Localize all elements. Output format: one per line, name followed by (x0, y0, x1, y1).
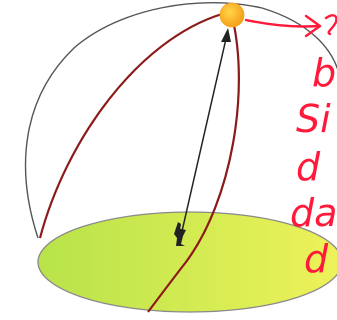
meridian-arc (38, 12, 223, 239)
sightline-arrow (177, 28, 231, 242)
sun-path-arc (147, 15, 240, 313)
annotation-line-3: Si (296, 97, 331, 141)
annotation-text: b Si d da d (290, 51, 337, 281)
annotation-line-4: d (296, 145, 321, 189)
annotation-arrow (244, 14, 337, 38)
observer-figure-icon (174, 222, 185, 246)
annotation-line-2: b (312, 51, 336, 95)
horizon-plane (37, 211, 337, 313)
sun-icon (219, 2, 245, 28)
celestial-sphere-outline (24, 2, 337, 239)
annotation-line-5: da (290, 191, 337, 235)
annotation-line-6: d (304, 237, 329, 281)
